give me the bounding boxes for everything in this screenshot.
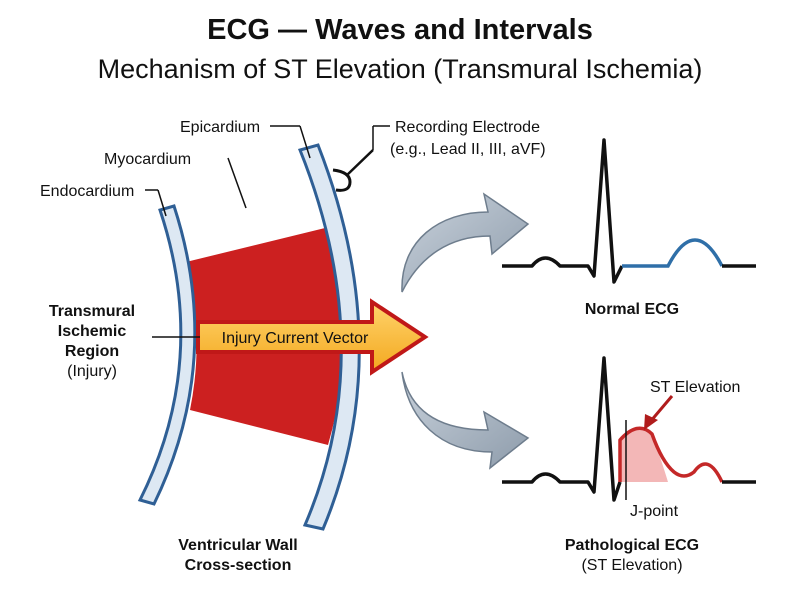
st-elevation-shade: [620, 428, 668, 482]
electrode-label-line2: (e.g., Lead II, III, aVF): [390, 141, 546, 158]
wall-label-line2: Cross-section: [185, 557, 292, 574]
j-point-label: J-point: [630, 503, 679, 520]
myocardium-leader: [227, 157, 247, 209]
myocardium-label: Myocardium: [104, 151, 191, 168]
diagram-title: ECG — Waves and Intervals: [207, 14, 593, 46]
normal-ecg-trace: [502, 138, 624, 284]
electrode-label-line1: Recording Electrode: [395, 119, 540, 136]
st-elevation-label: ST Elevation: [650, 379, 740, 396]
wall-label-line1: Ventricular Wall: [178, 537, 297, 554]
pathological-ecg-label-line1: Pathological ECG: [565, 537, 699, 554]
electrode-lead: [345, 149, 374, 177]
diagram-subtitle: Mechanism of ST Elevation (Transmural Is…: [97, 54, 703, 84]
arrow-to-pathological-ecg: [401, 371, 530, 470]
normal-ecg-label: Normal ECG: [585, 301, 679, 318]
region-label-line1: Transmural: [49, 303, 135, 320]
epicardium-wall: [297, 143, 361, 531]
endocardium-label: Endocardium: [40, 183, 134, 200]
endocardium-wall: [137, 204, 197, 506]
vector-label: Injury Current Vector: [222, 330, 369, 347]
normal-st-segment: [622, 238, 724, 268]
pathological-ecg-trace: [502, 356, 622, 502]
region-label-line4: (Injury): [67, 363, 117, 380]
st-elevation-segment: [618, 426, 724, 483]
arrow-to-normal-ecg: [401, 192, 530, 293]
region-label-line3: Region: [65, 343, 119, 360]
electrode-icon: [332, 168, 352, 192]
injury-current-vector: [196, 298, 429, 376]
region-label-line2: Ischemic: [58, 323, 127, 340]
st-elevation-pointer-head: [644, 414, 658, 430]
st-elevation-pointer: [648, 395, 674, 423]
pathological-ecg-label-line2: (ST Elevation): [581, 557, 682, 574]
epicardium-label: Epicardium: [180, 119, 260, 136]
